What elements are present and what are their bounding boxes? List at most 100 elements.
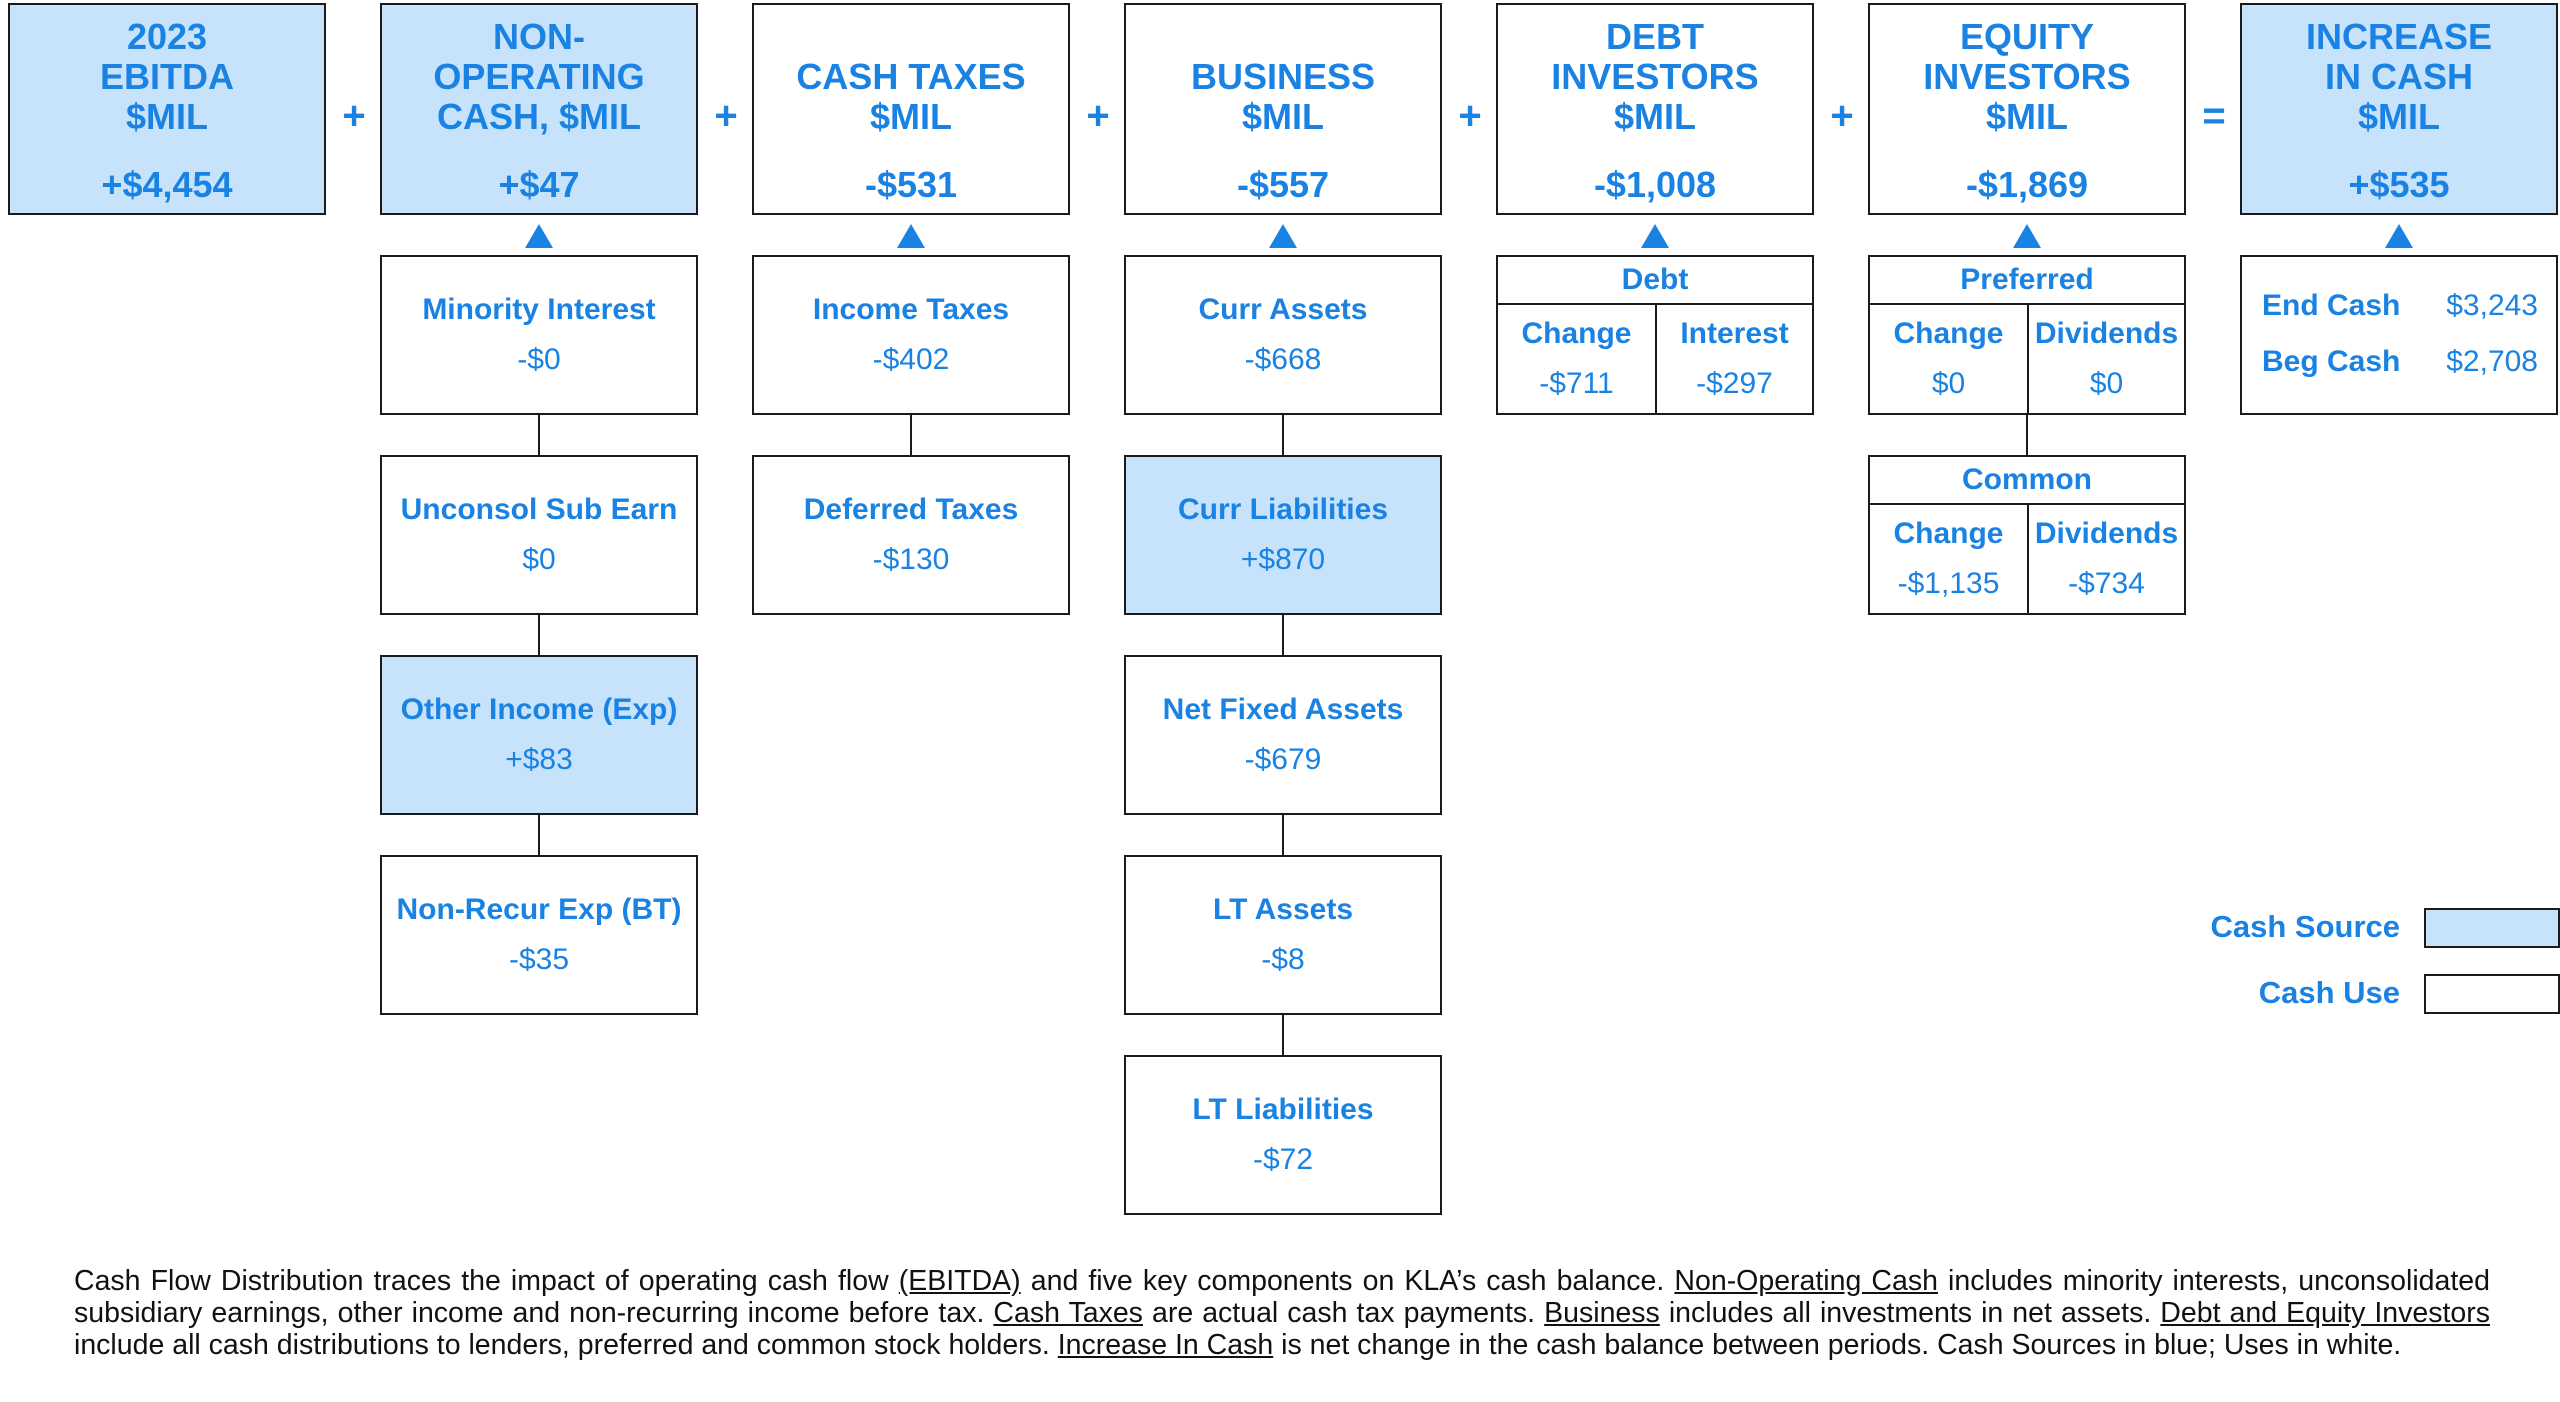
business-item-curr-liabilities: Curr Liabilities +$870 xyxy=(1124,455,1442,615)
ebitda-value: +$4,454 xyxy=(101,164,233,205)
header-equity: EQUITY INVESTORS $MIL -$1,869 xyxy=(1868,3,2186,215)
increase-value: +$535 xyxy=(2348,164,2450,205)
item-value: -$8 xyxy=(1261,943,1305,976)
taxes-value: -$531 xyxy=(864,164,958,205)
item-label: Curr Assets xyxy=(1198,293,1368,326)
up-arrow-icon xyxy=(897,224,925,248)
legend-cash-use-label: Cash Use xyxy=(2258,975,2400,1010)
footer-term-debt-equity-investors: Debt and Equity Investors xyxy=(2160,1297,2491,1329)
connector-line xyxy=(1282,815,1284,855)
debt-col-change: Change xyxy=(1521,317,1632,350)
item-value: -$668 xyxy=(1244,343,1322,376)
item-label: LT Assets xyxy=(1212,893,1354,926)
item-value: -$402 xyxy=(872,343,950,376)
increase-line2: IN CASH xyxy=(2324,56,2473,97)
footer-text: is net change in the cash balance betwee… xyxy=(1273,1329,2402,1361)
item-label: Net Fixed Assets xyxy=(1162,693,1404,726)
plus-operator: + xyxy=(1086,94,1110,138)
common-detail-title: Common xyxy=(1962,463,2092,496)
preferred-dividends-value: $0 xyxy=(2089,367,2124,400)
footer-term-increase-in-cash: Increase In Cash xyxy=(1057,1329,1274,1361)
connector-line xyxy=(538,415,540,455)
common-change-value: -$1,135 xyxy=(1897,567,2000,600)
plus-operator: + xyxy=(342,94,366,138)
item-value: -$72 xyxy=(1252,1143,1314,1176)
footer-text: and five key components on KLA’s cash ba… xyxy=(1020,1265,1675,1297)
debt-line3: $MIL xyxy=(1613,96,1696,137)
beg-cash-value: $2,708 xyxy=(2446,345,2538,378)
cash-detail-box: End Cash $3,243 Beg Cash $2,708 xyxy=(2240,255,2558,415)
item-value: -$35 xyxy=(508,943,570,976)
preferred-detail-grid: Preferred Change Dividends $0 $0 xyxy=(1868,255,2186,415)
common-dividends-value: -$734 xyxy=(2068,567,2145,600)
debt-interest-value: -$297 xyxy=(1696,367,1773,400)
header-nonop: NON- OPERATING CASH, $MIL +$47 xyxy=(380,3,698,215)
nonop-value: +$47 xyxy=(498,164,580,205)
common-col-dividends: Dividends xyxy=(2034,517,2179,550)
business-item-lt-assets: LT Assets -$8 xyxy=(1124,855,1442,1015)
debt-detail-grid: Debt Change Interest -$711 -$297 xyxy=(1496,255,1814,415)
up-arrow-icon xyxy=(525,224,553,248)
connector-line xyxy=(1282,615,1284,655)
common-col-change: Change xyxy=(1893,517,2004,550)
legend-cash-source-swatch xyxy=(2424,908,2560,948)
footer-term-cash-taxes: Cash Taxes xyxy=(993,1297,1143,1329)
item-label: LT Liabilities xyxy=(1192,1093,1374,1126)
legend-cash-use-swatch xyxy=(2424,974,2560,1014)
up-arrow-icon xyxy=(2013,224,2041,248)
item-label: Non-Recur Exp (BT) xyxy=(396,893,682,926)
business-item-curr-assets: Curr Assets -$668 xyxy=(1124,255,1442,415)
plus-operator: + xyxy=(714,94,738,138)
equals-operator: = xyxy=(2202,94,2226,138)
debt-value: -$1,008 xyxy=(1593,164,1717,205)
item-label: Minority Interest xyxy=(422,293,656,326)
item-value: +$870 xyxy=(1240,543,1326,576)
connector-line xyxy=(1282,1015,1284,1055)
footer-text: are actual cash tax payments. xyxy=(1142,1297,1545,1329)
debt-line1: DEBT xyxy=(1606,16,1704,57)
business-line2: $MIL xyxy=(1241,96,1324,137)
footer-text: Cash Flow Distribution traces the impact… xyxy=(74,1265,899,1297)
equity-line3: $MIL xyxy=(1985,96,2068,137)
up-arrow-icon xyxy=(1641,224,1669,248)
tax-item-income-taxes: Income Taxes -$402 xyxy=(752,255,1070,415)
connector-line xyxy=(538,615,540,655)
connector-line xyxy=(1282,415,1284,455)
header-taxes: CASH TAXES $MIL -$531 xyxy=(752,3,1070,215)
taxes-line1: CASH TAXES xyxy=(796,56,1026,97)
item-value: -$0 xyxy=(517,343,561,376)
debt-line2: INVESTORS xyxy=(1551,56,1759,97)
debt-change-value: -$711 xyxy=(1539,367,1614,400)
preferred-change-value: $0 xyxy=(1931,367,1966,400)
debt-col-interest: Interest xyxy=(1680,317,1789,350)
item-label: Curr Liabilities xyxy=(1177,493,1389,526)
plus-operator: + xyxy=(1830,94,1854,138)
connector-line xyxy=(2026,415,2028,455)
nonop-line3: CASH, $MIL xyxy=(436,96,641,137)
grid-divider xyxy=(1655,303,1657,413)
preferred-col-dividends: Dividends xyxy=(2034,317,2179,350)
debt-detail-title: Debt xyxy=(1621,263,1689,296)
business-line1: BUSINESS xyxy=(1190,56,1376,97)
footer-term-non-operating-cash: Non-Operating Cash xyxy=(1674,1265,1938,1297)
end-cash-value: $3,243 xyxy=(2446,289,2538,322)
header-business: BUSINESS $MIL -$557 xyxy=(1124,3,1442,215)
item-value: $0 xyxy=(522,543,556,576)
connector-line xyxy=(538,815,540,855)
taxes-line2: $MIL xyxy=(869,96,952,137)
legend-cash-source-label: Cash Source xyxy=(2210,909,2400,944)
preferred-detail-title: Preferred xyxy=(1960,263,2094,296)
header-increase: INCREASE IN CASH $MIL +$535 xyxy=(2240,3,2558,215)
footer-text: include all cash distributions to lender… xyxy=(74,1329,1058,1361)
item-value: -$130 xyxy=(872,543,950,576)
ebitda-line2: EBITDA xyxy=(100,56,234,97)
equity-line2: INVESTORS xyxy=(1923,56,2131,97)
grid-divider xyxy=(2027,303,2029,413)
item-label: Other Income (Exp) xyxy=(400,693,678,726)
footer-text: includes minority interests, unconsolida… xyxy=(74,1265,2490,1329)
footer-description: Cash Flow Distribution traces the impact… xyxy=(74,1265,2490,1361)
item-label: Unconsol Sub Earn xyxy=(400,493,678,526)
business-item-net-fixed-assets: Net Fixed Assets -$679 xyxy=(1124,655,1442,815)
item-value: +$83 xyxy=(505,743,573,776)
grid-divider xyxy=(2027,503,2029,613)
